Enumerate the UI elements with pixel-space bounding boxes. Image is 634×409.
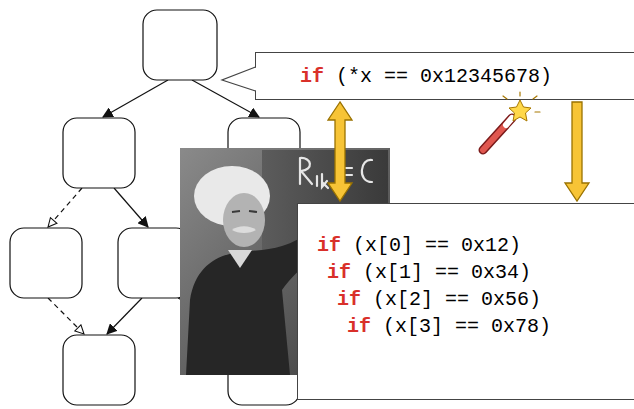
code-line: if (*x == 0x12345678) — [300, 64, 552, 90]
cfg-edge-dashed — [48, 188, 82, 227]
cfg-edge — [192, 80, 259, 117]
keyword: if — [347, 315, 371, 338]
code-line: if (x[3] == 0x78) — [347, 313, 551, 340]
code-line: if (x[2] == 0x56) — [337, 286, 541, 313]
magic-wand — [483, 92, 540, 150]
keyword: if — [300, 65, 324, 88]
cfg-edge — [114, 188, 148, 227]
cfg-edge — [107, 298, 142, 334]
code-rest: (x[3] == 0x78) — [371, 315, 551, 338]
cfg-block — [10, 228, 82, 298]
cfg-block — [63, 118, 135, 188]
cfg-block — [63, 335, 135, 405]
face — [223, 193, 265, 247]
block-arrow — [565, 102, 589, 201]
callout-tail — [222, 67, 258, 91]
callout-tail-fill — [222, 67, 258, 91]
keyword: if — [327, 261, 351, 284]
eyes — [232, 211, 257, 212]
code-line: if (x[1] == 0x34) — [327, 259, 531, 286]
wand-stick — [483, 118, 512, 150]
wand-outline — [483, 118, 512, 150]
moustache — [232, 226, 256, 233]
cfg-block — [143, 10, 217, 80]
code-callout: if (*x == 0x12345678) — [255, 52, 634, 100]
code-line: if (x[0] == 0x12) — [317, 232, 521, 259]
code-rest: (x[1] == 0x34) — [351, 261, 531, 284]
cfg-edge-dashed — [48, 298, 84, 334]
cfg-edge — [103, 80, 168, 117]
collar — [228, 250, 252, 268]
wand-star — [509, 100, 531, 121]
chalk-stroke — [317, 174, 328, 188]
sparkles — [503, 92, 540, 112]
chalk-stroke — [300, 158, 312, 184]
keyword: if — [317, 234, 341, 257]
code-rest: (*x == 0x12345678) — [324, 65, 552, 88]
chalk-stroke — [362, 160, 372, 182]
code-rest: (x[0] == 0x12) — [341, 234, 521, 257]
keyword: if — [337, 288, 361, 311]
callout-tail-line — [222, 67, 256, 91]
wand-tip — [506, 118, 512, 125]
cfg-block — [118, 228, 190, 298]
code-rest: (x[2] == 0x56) — [361, 288, 541, 311]
code-box: if (x[0] == 0x12)if (x[1] == 0x34)if (x[… — [297, 203, 634, 400]
block-arrow — [328, 102, 352, 201]
